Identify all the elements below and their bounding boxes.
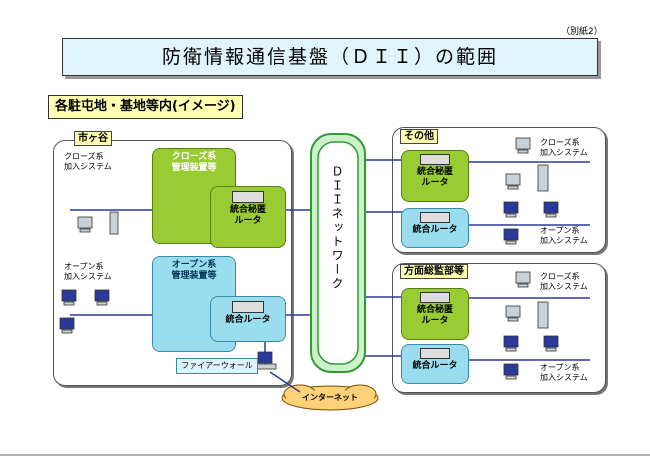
ichigaya-open-label: オープン系 加入システム <box>64 262 112 281</box>
annex-label: （別紙2） <box>561 27 603 37</box>
ichigaya-secret-router: 統合秘匿 ルータ <box>210 186 286 248</box>
others-router: 統合ルータ <box>401 208 469 248</box>
hq-router: 統合ルータ <box>401 344 469 384</box>
router-icon <box>420 292 450 303</box>
ichigaya-closed-label: クローズ系 加入システム <box>64 152 112 171</box>
hq-secret-router-label: 統合秘匿 ルータ <box>416 305 453 326</box>
router-icon <box>420 348 450 359</box>
ichigaya-router: 統合ルータ <box>210 296 286 342</box>
hq-closed-label: クローズ系 加入システム <box>540 272 588 291</box>
others-secret-router: 統合秘匿 ルータ <box>401 150 469 202</box>
router-icon <box>420 154 450 165</box>
ichigaya-secret-router-label: 統合秘匿 ルータ <box>211 205 285 227</box>
hq-secret-router: 統合秘匿 ルータ <box>401 288 469 340</box>
router-icon <box>232 191 264 203</box>
page-title: 防衛情報通信基盤（ＤＩＩ）の範囲 <box>161 46 498 68</box>
site-heading: 各駐屯地・基地等内(イメージ) <box>48 95 243 119</box>
hq-router-label: 統合ルータ <box>412 361 458 371</box>
title-banner: 防衛情報通信基盤（ＤＩＩ）の範囲 <box>62 38 598 76</box>
internet-label: インターネット <box>302 393 358 402</box>
hq-tag: 方面総監部等 <box>400 264 468 279</box>
others-closed-label: クローズ系 加入システム <box>540 138 588 157</box>
others-tag: その他 <box>400 129 438 144</box>
ichigaya-router-label: 統合ルータ <box>225 315 271 325</box>
firewall-box: ファイアーウォール <box>176 358 258 374</box>
others-secret-router-label: 統合秘匿 ルータ <box>416 167 453 188</box>
open-mgmt-label: オープン系 管理装置等 <box>171 260 217 281</box>
router-icon <box>232 301 264 313</box>
hq-open-label: オープン系 加入システム <box>540 363 588 382</box>
others-router-label: 統合ルータ <box>412 225 458 235</box>
ichigaya-tag: 市ヶ谷 <box>74 131 112 146</box>
firewall-label: ファイアーウォール <box>181 361 253 370</box>
closed-mgmt-label: クローズ系 管理装置等 <box>171 152 217 173</box>
internet-cloud <box>281 384 379 411</box>
dii-network-label: ＤＩＩネットワーク <box>330 165 344 291</box>
router-icon <box>420 212 450 223</box>
others-open-label: オープン系 加入システム <box>540 226 588 245</box>
